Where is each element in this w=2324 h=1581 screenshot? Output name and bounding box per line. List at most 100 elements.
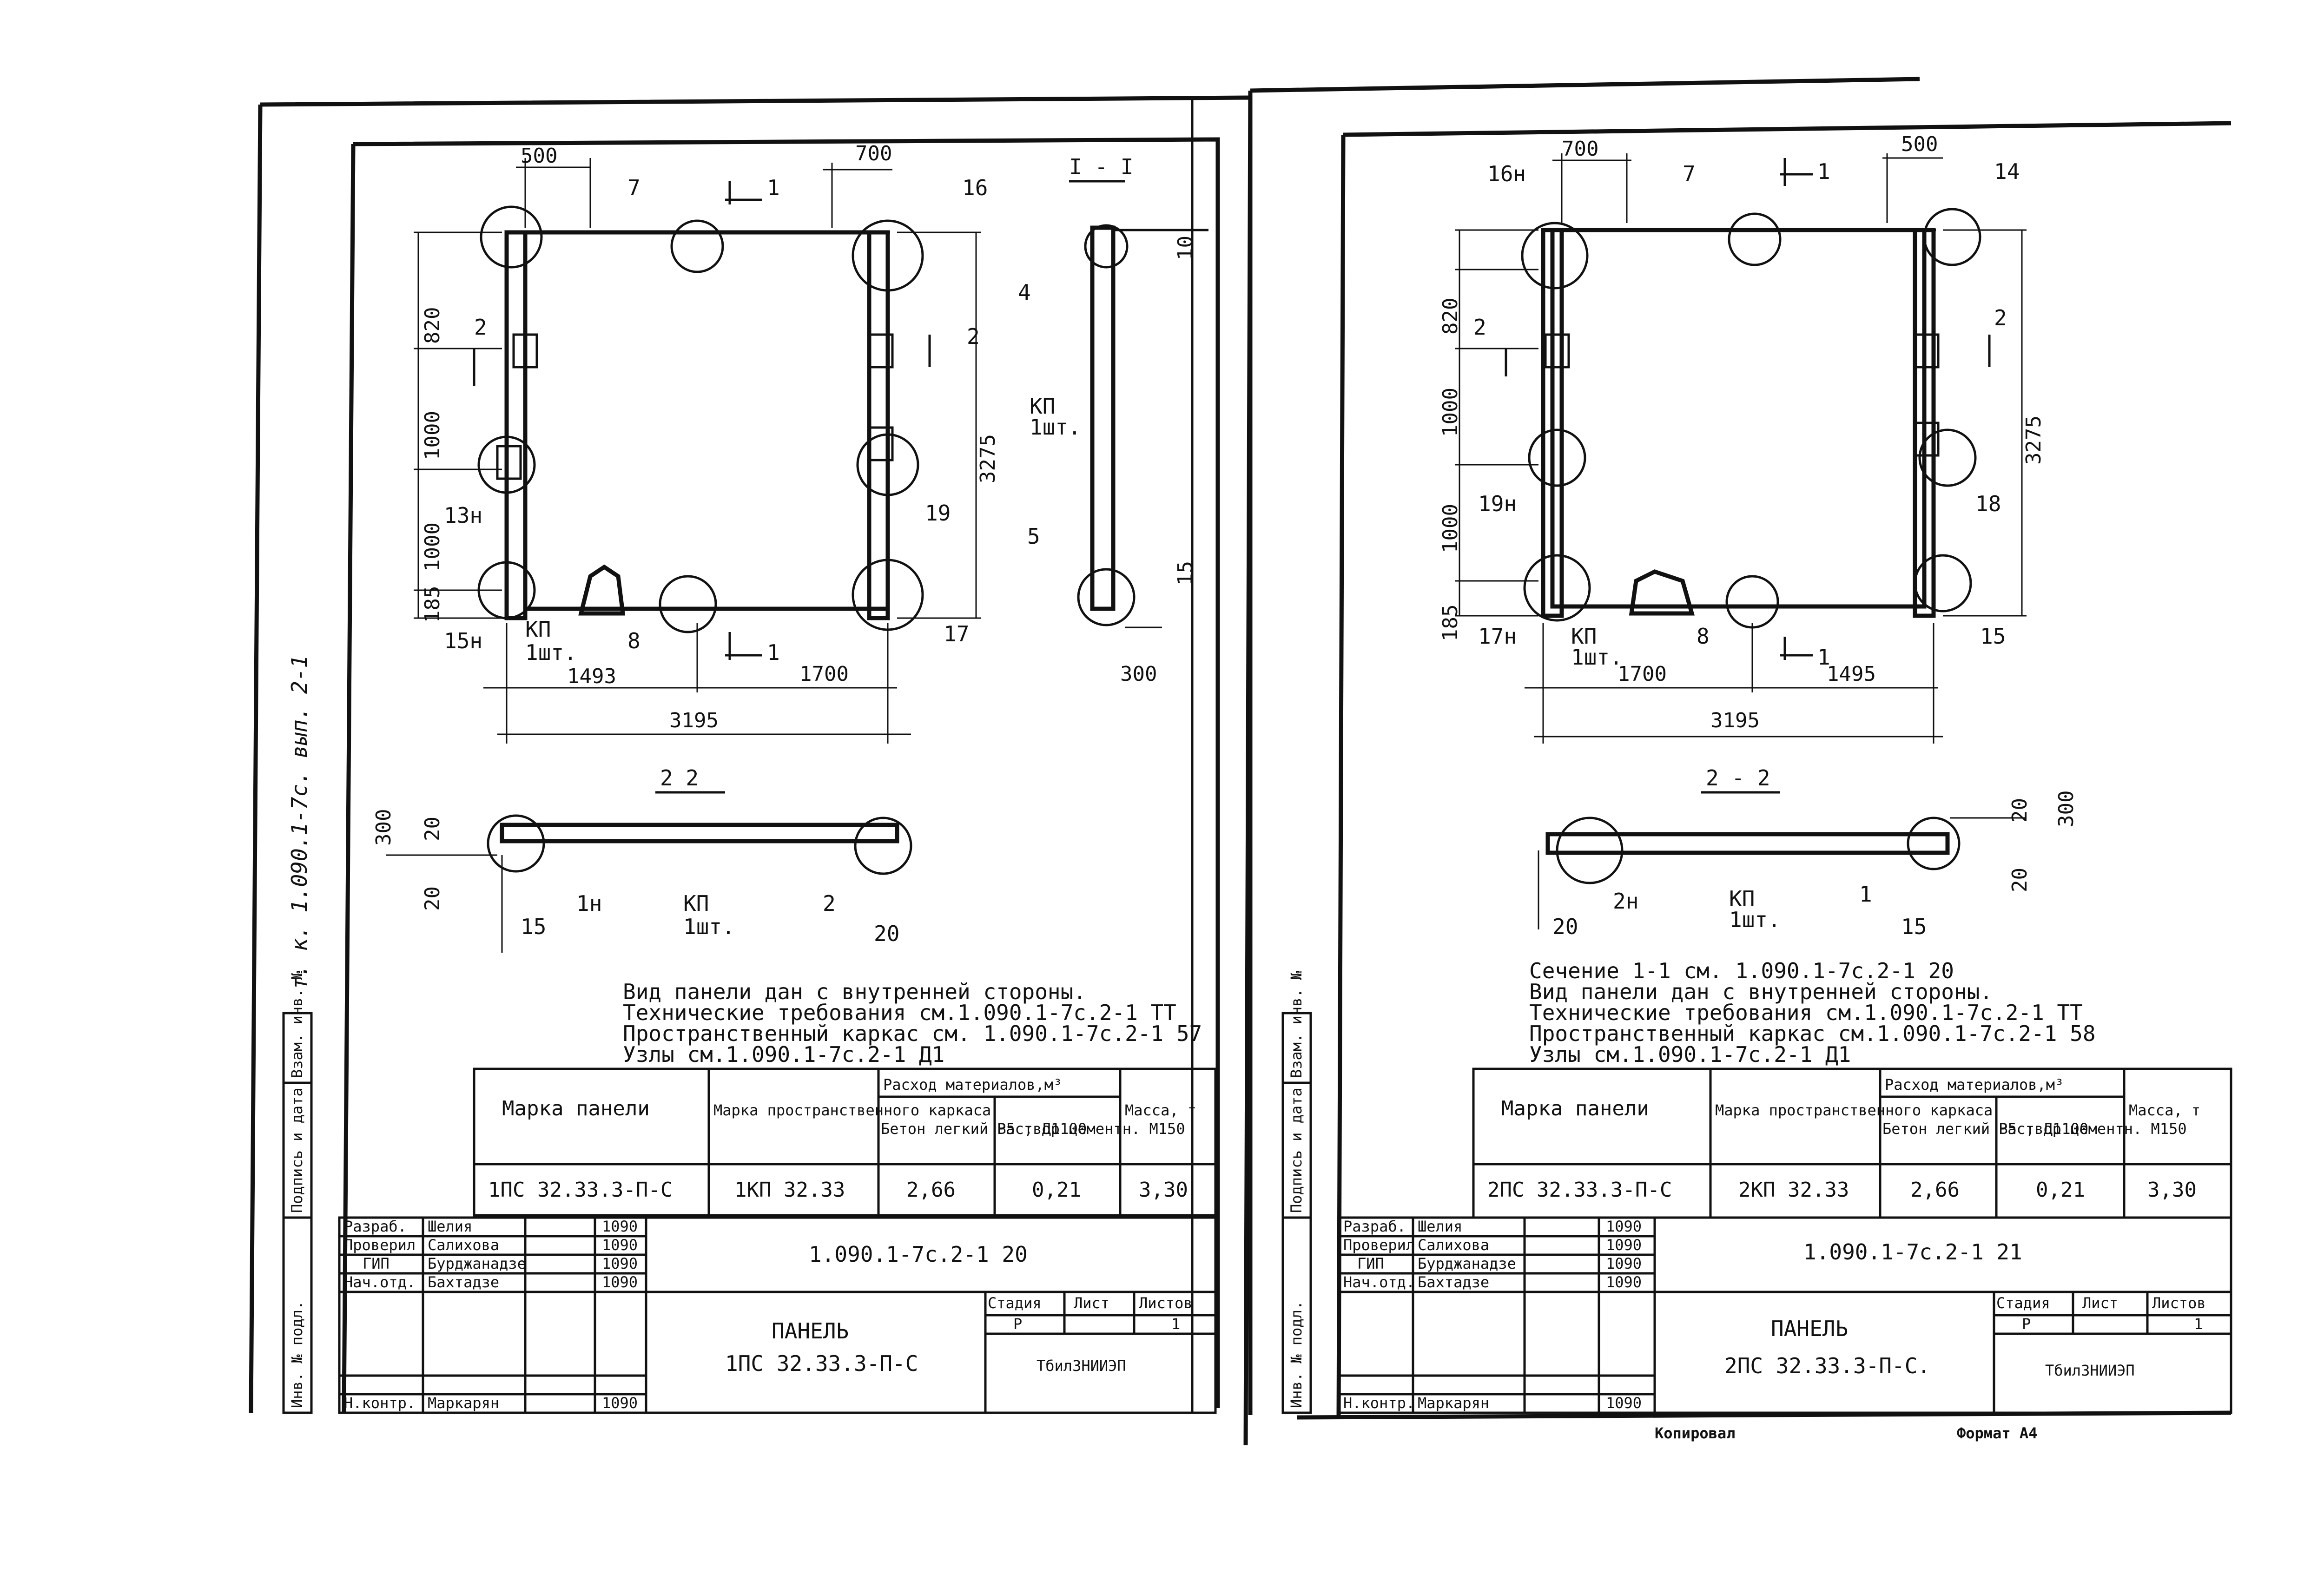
doc-title-2: 2ПС 32.33.3-П-С. [1724, 1353, 1930, 1378]
stamp-date: 1090 [1606, 1273, 1642, 1291]
left-material-table: Марка панели Марка пространственного кар… [473, 1067, 1217, 1217]
left-notes: Вид панели дан с внутренней стороны. Тех… [623, 979, 1202, 1067]
callout: 1 [767, 175, 780, 200]
section-callout: 2 [823, 891, 836, 916]
sheet-header: Лист [1074, 1294, 1109, 1312]
right-title-block: Разраб. Проверил ГИП Нач.отд. Н.контр. Ш… [1337, 1216, 2232, 1414]
stamp-date: 1090 [602, 1394, 638, 1412]
section-dim: 300 [2054, 790, 2078, 827]
callout: 1шт. [1571, 645, 1623, 670]
left-margin-strip: Взам. инв. № Подпись и дата Инв. № подл. [282, 970, 313, 1414]
stamp-name: Шелия [428, 1218, 472, 1235]
th-concrete: Бетон легкий В5 ; Д1100 [1882, 1120, 2088, 1138]
dim-bottom-a: 1700 [1618, 662, 1667, 686]
left-section-1-1: I - I 4 КП 1шт. 5 10 15 300 [1018, 154, 1208, 686]
dim-top-left: 700 [1562, 137, 1598, 161]
stamp-role: Нач.отд. [344, 1273, 416, 1291]
org-name: ТбилЗНИИЭП [2045, 1362, 2135, 1379]
right-notes: Сечение 1-1 см. 1.090.1-7с.2-1 20 Вид па… [1529, 958, 2096, 1067]
sheet-header: Лист [2082, 1294, 2118, 1312]
callout: 1 [1817, 645, 1830, 670]
section-callout: 1шт. [1030, 415, 1081, 440]
stage-header: Стадия [1996, 1294, 2050, 1312]
td-frame: 1КП 32.33 [734, 1178, 845, 1202]
callout: 2 [1473, 315, 1486, 340]
dim-bottom-b: 1495 [1827, 662, 1876, 686]
left-title-block: Разраб. Проверил ГИП Нач.отд. Н.контр. Ш… [338, 1216, 1217, 1414]
dim-left-b: 1000 [421, 411, 444, 460]
section-callout: 1шт. [683, 914, 735, 939]
section-callout: КП [1030, 394, 1055, 419]
td-mark: 1ПС 32.33.3-П-С [488, 1178, 673, 1202]
margin-label-replace: Взам. инв. № [1287, 970, 1305, 1078]
dim-top-right: 700 [855, 142, 892, 165]
stamp-date: 1090 [602, 1273, 638, 1291]
right-margin-strip: Взам. инв. № Подпись и дата Инв. № подл. [1281, 970, 1312, 1414]
section-callout: 15 [1901, 914, 1927, 939]
section-callout: 1 [1859, 882, 1872, 907]
sheets-value: 1 [2194, 1315, 2203, 1333]
dim-left-b: 1000 [1439, 388, 1462, 437]
section-dim: 20 [421, 886, 444, 911]
callout: 15 [1980, 624, 2006, 649]
doc-code: 1.090.1-7с.2-1 21 [1803, 1239, 2022, 1265]
td-mortar: 0,21 [1032, 1178, 1081, 1202]
stamp-role: ГИП [1357, 1255, 1384, 1272]
stamp-role: Нач.отд. [1343, 1273, 1415, 1291]
stamp-name: Маркарян [428, 1394, 499, 1412]
stamp-date: 1090 [1606, 1255, 1642, 1272]
dim-left-a: 820 [421, 307, 444, 344]
dim-left-d: 185 [1439, 605, 1462, 641]
format-label: Формат А4 [1957, 1424, 2037, 1442]
section-callout: 15 [521, 914, 546, 939]
note-line: Сечение 1-1 см. 1.090.1-7с.2-1 20 [1529, 958, 1954, 983]
stamp-role: Разраб. [344, 1218, 407, 1235]
callout: 19 [925, 501, 951, 526]
stamp-name: Салихова [1418, 1236, 1489, 1254]
callout: 19н [1478, 491, 1517, 516]
doc-title-2: 1ПС 32.33.3-П-С [725, 1351, 918, 1376]
stamp-name: Шелия [1418, 1218, 1462, 1235]
note-line: Вид панели дан с внутренней стороны. [1529, 979, 1993, 1004]
stamp-role: Н.контр. [344, 1394, 416, 1412]
note-line: Технические требования см.1.090.1-7с.2-1… [1529, 1000, 2083, 1025]
callout: КП [1571, 624, 1597, 649]
callout: 1 [1817, 159, 1830, 184]
left-section-2-2: 2 2 300 20 20 1н КП 1шт. 2 15 20 [372, 765, 912, 953]
th-frame: Марка пространственного каркаса [713, 1101, 991, 1119]
note-line: Технические требования см.1.090.1-7с.2-1… [623, 1000, 1176, 1025]
section-dim: 20 [2008, 798, 2032, 823]
stamp-role: Разраб. [1343, 1218, 1406, 1235]
section-dim: 20 [421, 817, 444, 841]
stamp-role: Проверил [1343, 1236, 1415, 1254]
td-mass: 3,30 [1139, 1178, 1188, 1202]
callout: 7 [1683, 161, 1696, 186]
callout: 2 [967, 324, 980, 349]
stamp-role: ГИП [363, 1255, 390, 1272]
sheets-header: Листов [2152, 1294, 2206, 1312]
margin-label-signature: Подпись и дата [288, 1087, 306, 1213]
stamp-name: Бурджанадзе [428, 1255, 526, 1272]
callout: КП [525, 617, 551, 642]
th-frame: Марка пространственного каркаса [1715, 1101, 1993, 1119]
callout: 17н [1478, 624, 1517, 649]
dim-left-d: 185 [421, 586, 444, 623]
callout: 2 [474, 315, 487, 340]
section-dim: 10 [1174, 236, 1197, 260]
org-name: ТбилЗНИИЭП [1037, 1357, 1126, 1375]
stamp-name: Салихова [428, 1236, 499, 1254]
doc-title-1: ПАНЕЛЬ [772, 1318, 849, 1344]
callout: 1шт. [525, 640, 577, 665]
margin-label-signature: Подпись и дата [1287, 1087, 1305, 1213]
dim-total: 3195 [1710, 709, 1760, 732]
dim-top-right: 500 [1901, 132, 1938, 156]
callout: 13н [444, 503, 482, 528]
note-line: Пространственный каркас см. 1.090.1-7с.2… [623, 1021, 1202, 1046]
section-dim: 300 [1120, 662, 1157, 686]
section-callout: 1шт. [1729, 907, 1781, 932]
callout: 8 [1697, 624, 1710, 649]
dim-top-left: 500 [521, 144, 557, 168]
stamp-name: Бахтадзе [428, 1273, 499, 1291]
section-title: 2 2 [660, 765, 699, 790]
